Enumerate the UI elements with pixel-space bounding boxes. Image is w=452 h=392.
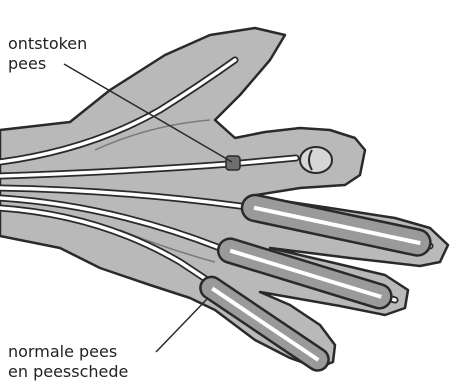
leader-line-normal (156, 298, 208, 352)
inflamed-swelling (226, 156, 240, 170)
label-inflamed-tendon: ontstoken pees (8, 34, 87, 74)
hand-shape (0, 28, 448, 368)
thumb-nail (300, 147, 332, 173)
label-normal-tendon-sheath: normale pees en peesschede (8, 342, 128, 382)
